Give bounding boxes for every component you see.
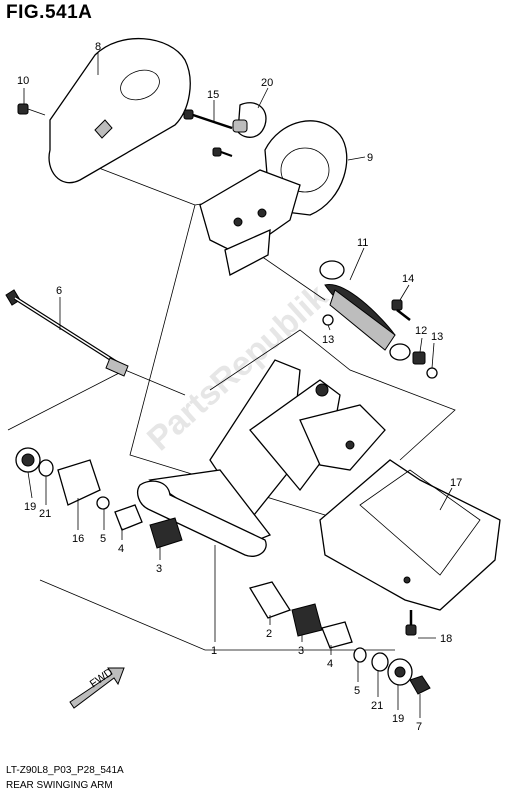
callout-10: 10	[17, 75, 29, 87]
callout-17: 17	[450, 477, 462, 489]
callout-labels: 8 10 15 20 9 6 11 14 12 13 13 17 19 21 1…	[17, 41, 462, 733]
washer-21-right	[371, 652, 389, 672]
callout-8: 8	[95, 41, 101, 53]
spacer-4-left	[114, 504, 143, 531]
chain-case-cover	[48, 37, 191, 184]
bolt-small	[212, 147, 233, 157]
bolt-18	[405, 610, 417, 636]
callout-13: 13	[322, 334, 334, 346]
figure-code: LT-Z90L8_P03_P28_541A	[6, 765, 124, 776]
swinging-arm	[137, 359, 386, 557]
callout-1: 1	[211, 645, 217, 657]
bolt-15	[183, 109, 233, 130]
callout-2: 2	[266, 628, 272, 640]
forward-direction-arrow: FWD	[69, 666, 125, 709]
washer-5-right	[353, 647, 367, 663]
oil-seal-19-left	[15, 447, 41, 473]
callout-19: 19	[392, 713, 404, 725]
oil-seal-19-right	[387, 658, 413, 686]
nut-12	[412, 351, 426, 365]
bolt-14	[391, 299, 411, 321]
washer-21-left	[38, 459, 54, 477]
callout-20: 20	[261, 77, 273, 89]
callout-15: 15	[207, 89, 219, 101]
callout-13: 13	[431, 331, 443, 343]
nut-7	[409, 675, 431, 695]
figure-title: FIG.541A	[6, 2, 93, 23]
callout-12: 12	[415, 325, 427, 337]
skid-plate	[319, 459, 501, 611]
callout-4: 4	[327, 658, 333, 670]
callout-19: 19	[24, 501, 36, 513]
callout-3: 3	[298, 645, 304, 657]
callout-18: 18	[440, 633, 452, 645]
bushing-3-left	[149, 517, 183, 549]
callout-5: 5	[354, 685, 360, 697]
callout-16: 16	[72, 533, 84, 545]
callout-11: 11	[357, 237, 368, 249]
callout-4: 4	[118, 543, 124, 555]
callout-7: 7	[416, 721, 422, 733]
figure-caption: REAR SWINGING ARM	[6, 780, 113, 791]
rear-shock-absorber	[319, 260, 411, 361]
spacer-2	[249, 581, 291, 619]
washer-13-left	[322, 314, 334, 326]
washer-5-left	[96, 496, 110, 510]
callout-5: 5	[100, 533, 106, 545]
bushing-3-right	[291, 603, 323, 637]
spacer-4-right	[321, 621, 353, 649]
callout-21: 21	[371, 700, 383, 712]
callout-6: 6	[56, 285, 62, 297]
callout-9: 9	[367, 152, 373, 164]
leader-lines	[23, 52, 453, 718]
spacer-20	[232, 102, 267, 138]
guard-bracket	[199, 169, 301, 276]
callout-14: 14	[402, 273, 414, 285]
callout-21: 21	[39, 508, 51, 520]
cap-16	[57, 459, 101, 506]
bolt-10	[17, 103, 46, 116]
pivot-shaft	[5, 289, 129, 377]
washer-13-right	[426, 367, 438, 379]
callout-3: 3	[156, 563, 162, 575]
